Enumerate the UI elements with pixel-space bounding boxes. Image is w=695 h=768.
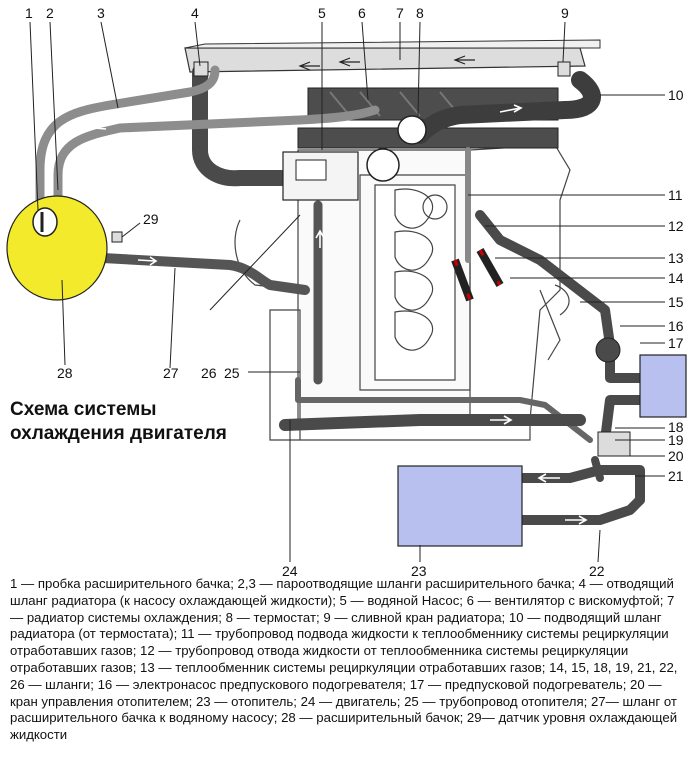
expansion-tank [6, 195, 108, 301]
heater-control-valve [597, 431, 631, 457]
callout-16: 16 [668, 318, 684, 334]
callout-numbers: 1 2 3 4 5 6 7 8 9 10 11 12 13 14 15 16 1… [25, 5, 684, 579]
callout-6: 6 [358, 5, 366, 21]
callout-13: 13 [668, 250, 684, 266]
callout-25: 25 [224, 365, 240, 381]
drain-cock [557, 61, 571, 77]
radiator-outlet-fitting [193, 61, 209, 77]
hoses [35, 64, 645, 525]
callout-1: 1 [25, 5, 33, 21]
callout-7: 7 [396, 5, 404, 21]
callout-19: 19 [668, 432, 684, 448]
callout-5: 5 [318, 5, 326, 21]
diagram-title: Схема системы охлаждения двигателя [10, 398, 270, 446]
callout-12: 12 [668, 218, 684, 234]
callout-29: 29 [143, 211, 159, 227]
egr-heat-exchanger [451, 248, 504, 302]
title-line-1: Схема системы [10, 399, 157, 420]
callout-11: 11 [668, 187, 683, 203]
callout-17: 17 [668, 335, 684, 351]
callout-18: 18 [668, 419, 684, 435]
callout-26: 26 [201, 365, 217, 381]
callout-15: 15 [668, 294, 684, 310]
callout-14: 14 [668, 270, 684, 286]
flow-arrows [70, 94, 588, 525]
callout-23: 23 [411, 563, 427, 579]
legend-text: 1 — пробка расширительного бачка; 2,3 — … [10, 576, 678, 743]
callout-27: 27 [163, 365, 179, 381]
electric-pump [595, 337, 621, 363]
callout-21: 21 [668, 468, 684, 484]
title-line-2: охлаждения двигателя [10, 423, 227, 444]
callout-28: 28 [57, 365, 73, 381]
heater-core [397, 465, 523, 547]
callout-24: 24 [282, 563, 298, 579]
water-pump [282, 151, 359, 201]
callout-4: 4 [191, 5, 199, 21]
radiator [184, 39, 601, 73]
callout-3: 3 [97, 5, 105, 21]
thermostat [366, 115, 427, 182]
leader-lines [29, 21, 665, 563]
callout-20: 20 [668, 448, 684, 464]
callout-9: 9 [561, 5, 569, 21]
callout-8: 8 [416, 5, 424, 21]
level-sensor [111, 231, 123, 243]
pre-start-heater [639, 354, 687, 418]
callout-22: 22 [589, 563, 605, 579]
callout-2: 2 [46, 5, 54, 21]
callout-10: 10 [668, 87, 684, 103]
